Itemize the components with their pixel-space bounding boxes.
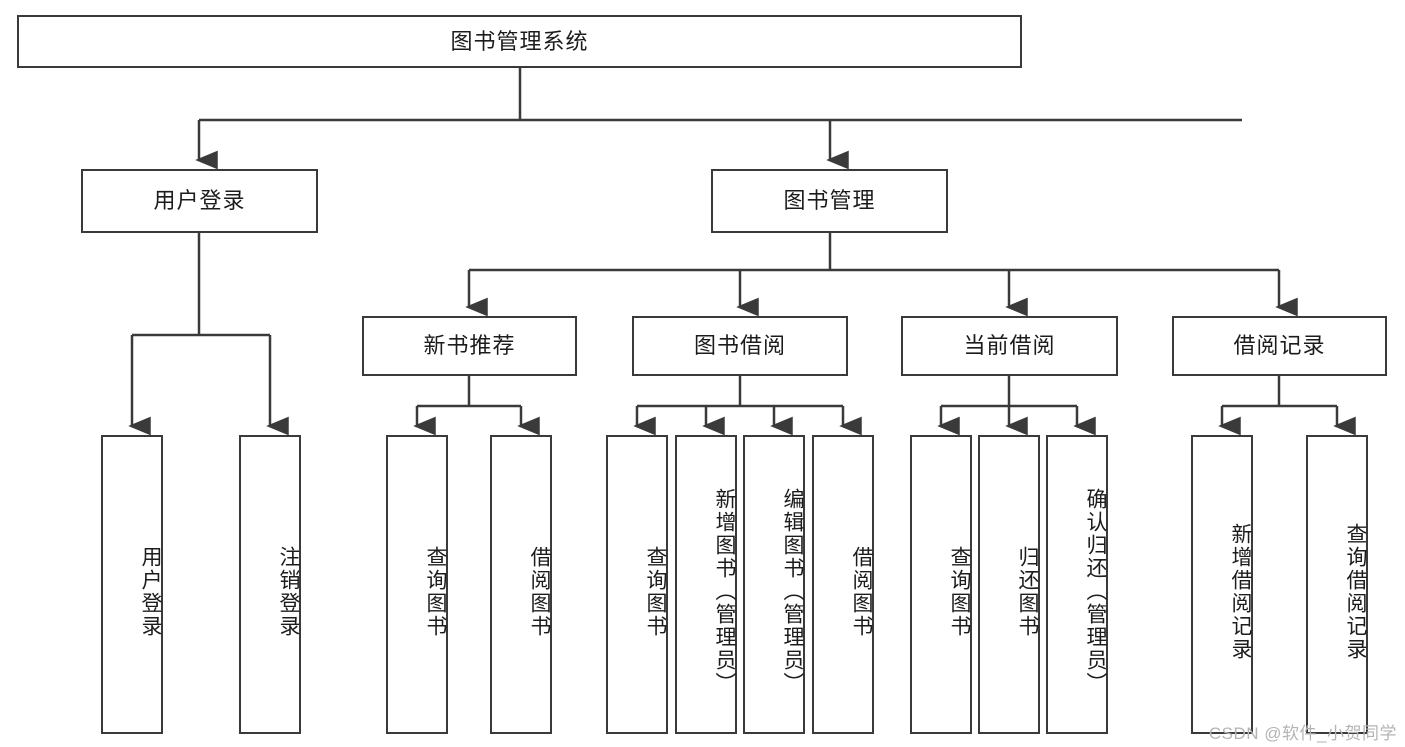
node-root-label: 图书管理系统 [450, 28, 589, 54]
node-leaf-query-record[interactable]: 查询借阅记录 [1306, 435, 1368, 734]
node-leaf-query-book-1[interactable]: 查询图书 [386, 435, 448, 734]
node-new-book-rec[interactable]: 新书推荐 [362, 316, 577, 376]
node-borrow-record[interactable]: 借阅记录 [1172, 316, 1387, 376]
node-root[interactable]: 图书管理系统 [17, 15, 1022, 68]
node-leaf-confirm-return[interactable]: 确认归还（管理员） [1046, 435, 1108, 734]
node-borrow-record-label: 借阅记录 [1233, 333, 1326, 359]
node-leaf-borrow-book-1[interactable]: 借阅图书 [490, 435, 552, 734]
node-user-login[interactable]: 用户登录 [81, 169, 318, 233]
node-leaf-confirm-return-label: 确认归还（管理员） [1084, 488, 1107, 695]
node-leaf-borrow-book-2-label: 借阅图书 [850, 545, 873, 638]
node-leaf-borrow-book-1-label: 借阅图书 [528, 545, 551, 638]
node-leaf-add-book-label: 新增图书（管理员） [713, 488, 736, 695]
node-leaf-return-book[interactable]: 归还图书 [978, 435, 1040, 734]
node-current-borrow-label: 当前借阅 [963, 333, 1056, 359]
node-leaf-logout[interactable]: 注销登录 [239, 435, 301, 734]
node-user-login-label: 用户登录 [153, 188, 246, 214]
node-leaf-add-book[interactable]: 新增图书（管理员） [675, 435, 737, 734]
node-leaf-query-record-label: 查询借阅记录 [1344, 522, 1367, 661]
node-leaf-user-login-label: 用户登录 [139, 545, 162, 638]
node-new-book-rec-label: 新书推荐 [423, 333, 516, 359]
node-leaf-logout-label: 注销登录 [277, 545, 300, 638]
node-book-borrow[interactable]: 图书借阅 [632, 316, 848, 376]
node-current-borrow[interactable]: 当前借阅 [901, 316, 1118, 376]
node-leaf-add-record-label: 新增借阅记录 [1229, 522, 1252, 661]
node-leaf-query-book-2[interactable]: 查询图书 [606, 435, 668, 734]
node-leaf-query-book-3[interactable]: 查询图书 [910, 435, 972, 734]
node-leaf-borrow-book-2[interactable]: 借阅图书 [812, 435, 874, 734]
node-leaf-user-login[interactable]: 用户登录 [101, 435, 163, 734]
watermark: CSDN @软件_小贺同学 [1208, 724, 1397, 743]
node-leaf-add-record[interactable]: 新增借阅记录 [1191, 435, 1253, 734]
node-leaf-query-book-2-label: 查询图书 [644, 545, 667, 638]
node-leaf-edit-book-label: 编辑图书（管理员） [781, 488, 804, 695]
node-book-borrow-label: 图书借阅 [693, 333, 786, 359]
node-book-mgmt[interactable]: 图书管理 [711, 169, 948, 233]
node-book-mgmt-label: 图书管理 [783, 188, 876, 214]
node-leaf-query-book-1-label: 查询图书 [424, 545, 447, 638]
node-leaf-edit-book[interactable]: 编辑图书（管理员） [743, 435, 805, 734]
node-leaf-return-book-label: 归还图书 [1016, 545, 1039, 638]
node-leaf-query-book-3-label: 查询图书 [948, 545, 971, 638]
